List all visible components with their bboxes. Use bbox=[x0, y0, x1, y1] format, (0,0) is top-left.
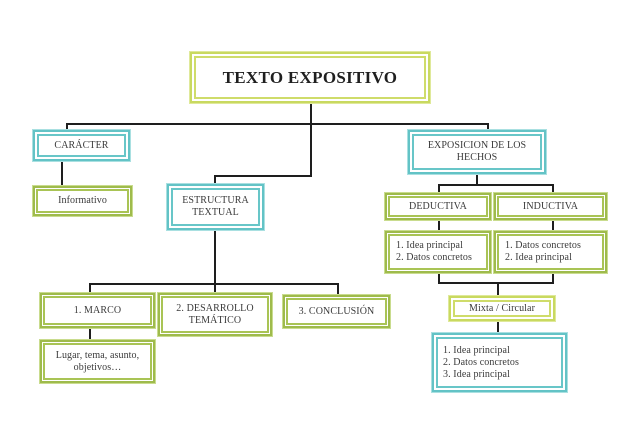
exposicion-label-line2: HECHOS bbox=[456, 152, 498, 163]
connector-title-down bbox=[310, 103, 312, 177]
caracter-box: CARÁCTER bbox=[33, 130, 130, 161]
deductiva-label: DEDUCTIVA bbox=[409, 200, 467, 212]
inductiva-item-1: 1. Datos concretos bbox=[505, 240, 581, 251]
connector-to-exposicion bbox=[487, 123, 489, 131]
mixta-item-3: 3. Idea principal bbox=[443, 368, 510, 380]
desarrollo-label-line1: 2. DESARROLLO bbox=[176, 302, 254, 314]
title-text: TEXTO EXPOSITIVO bbox=[222, 67, 398, 87]
connector-exposicion-down bbox=[476, 174, 478, 186]
inductiva-label: INDUCTIVA bbox=[522, 200, 579, 212]
deductiva-list-box: 1. Idea principal 2. Datos concretos bbox=[385, 231, 491, 273]
connector-to-caracter bbox=[66, 123, 68, 131]
connector-to-inductiva bbox=[552, 184, 554, 194]
marco-box: 1. MARCO bbox=[40, 293, 155, 328]
deductiva-item-2: 2. Datos concretos bbox=[396, 252, 472, 263]
connector-to-conclusion bbox=[337, 283, 339, 296]
connector-methods-horizontal bbox=[438, 184, 554, 186]
mixta-label: Mixta / Circular bbox=[468, 302, 536, 314]
connector-caracter-informativo bbox=[61, 161, 63, 187]
connector-inductiva-list bbox=[552, 220, 554, 232]
desarrollo-label-line2: TEMÁTICO bbox=[188, 314, 242, 326]
title-box: TEXTO EXPOSITIVO bbox=[190, 52, 430, 103]
estructura-label-line2: TEXTUAL bbox=[192, 207, 239, 218]
estructura-label-line1: ESTRUCTURA bbox=[182, 195, 249, 206]
informativo-box: Informativo bbox=[33, 186, 132, 216]
estructura-box: ESTRUCTURA TEXTUAL bbox=[167, 184, 264, 230]
inductiva-item-2: 2. Idea principal bbox=[505, 252, 572, 263]
connector-inductiva-list-down bbox=[552, 273, 554, 284]
deductiva-item-1: 1. Idea principal bbox=[396, 240, 463, 251]
connector-to-marco bbox=[89, 283, 91, 294]
connector-estructura-horizontal bbox=[214, 175, 312, 177]
connector-main-horizontal bbox=[66, 123, 489, 125]
connector-mixta-list bbox=[497, 321, 499, 334]
exposicion-box: EXPOSICION DE LOS HECHOS bbox=[408, 130, 546, 174]
mixta-item-2: 2. Datos concretos bbox=[443, 356, 519, 368]
deductiva-box: DEDUCTIVA bbox=[385, 193, 491, 220]
mixta-item-1: 1. Idea principal bbox=[443, 344, 510, 356]
inductiva-box: INDUCTIVA bbox=[494, 193, 607, 220]
connector-deductiva-list-down bbox=[438, 273, 440, 284]
exposicion-label-line1: EXPOSICION DE LOS bbox=[427, 140, 527, 151]
informativo-label: Informativo bbox=[58, 195, 107, 206]
connector-marco-detail bbox=[89, 328, 91, 341]
desarrollo-box: 2. DESARROLLO TEMÁTICO bbox=[158, 293, 272, 336]
marco-label: 1. MARCO bbox=[73, 304, 122, 316]
mixta-list-box: 1. Idea principal 2. Datos concretos 3. … bbox=[432, 333, 567, 392]
mixta-box: Mixta / Circular bbox=[449, 296, 555, 321]
connector-lists-horizontal bbox=[438, 282, 554, 284]
connector-to-mixta bbox=[497, 282, 499, 297]
connector-to-estructura bbox=[214, 175, 216, 185]
caracter-label: CARÁCTER bbox=[54, 139, 109, 151]
marco-detail-line2: objetivos… bbox=[73, 361, 122, 373]
connector-deductiva-list bbox=[438, 220, 440, 232]
connector-estructura-down bbox=[214, 229, 216, 285]
marco-detail-box: Lugar, tema, asunto, objetivos… bbox=[40, 340, 155, 383]
connector-to-desarrollo bbox=[214, 283, 216, 294]
connector-to-deductiva bbox=[438, 184, 440, 194]
marco-detail-line1: Lugar, tema, asunto, bbox=[55, 349, 140, 361]
inductiva-list-box: 1. Datos concretos 2. Idea principal bbox=[494, 231, 607, 273]
conclusion-box: 3. CONCLUSIÓN bbox=[283, 295, 390, 328]
conclusion-label: 3. CONCLUSIÓN bbox=[298, 305, 375, 317]
